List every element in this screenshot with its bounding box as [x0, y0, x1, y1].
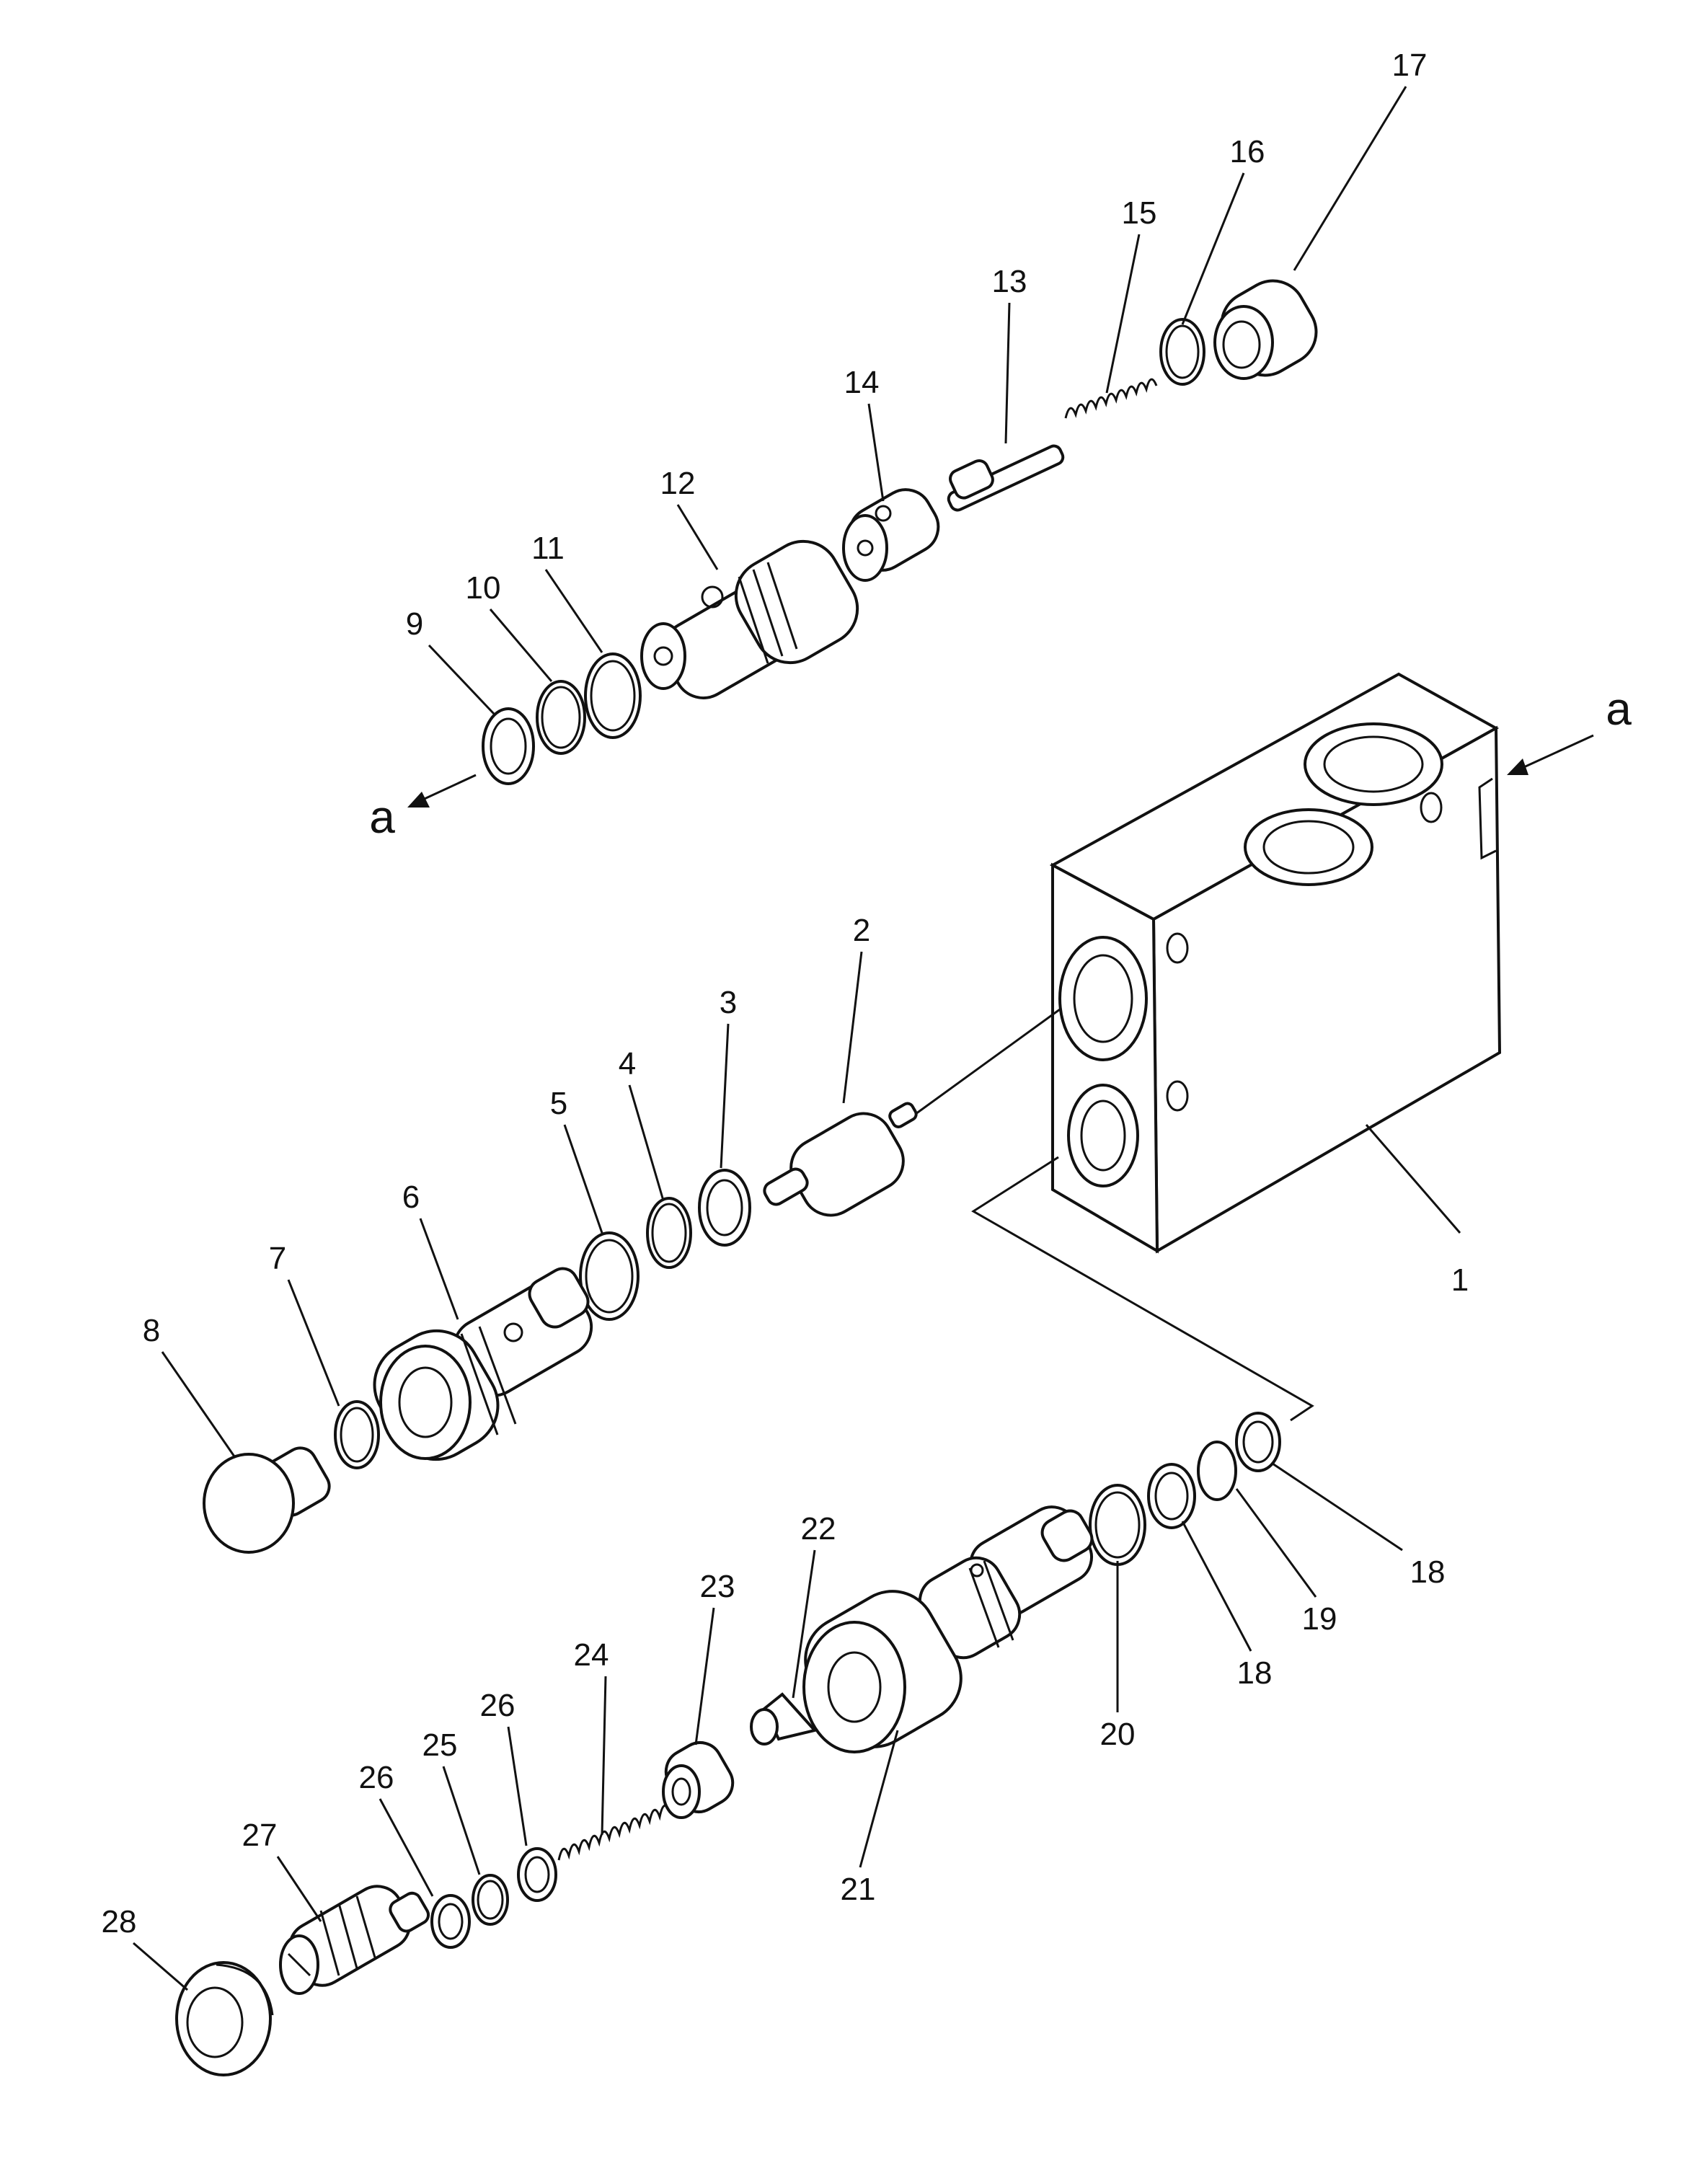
part-19-oring — [1197, 1441, 1237, 1501]
part-20-oring — [1089, 1484, 1146, 1566]
label-part-28: 28 — [102, 1904, 137, 1939]
part-21-valve-sleeve — [802, 1505, 1094, 1753]
label-part-9: 9 — [406, 606, 423, 642]
part-28-nut — [175, 1961, 274, 2076]
part-8-plug — [203, 1446, 331, 1554]
part-14-sleeve — [842, 488, 940, 582]
reference-label-left: a — [369, 791, 395, 843]
part-26-washer — [517, 1847, 557, 1902]
reference-label-right: a — [1606, 683, 1632, 735]
reference-arrow-left: a — [369, 774, 477, 843]
label-part-26-upper: 26 — [480, 1688, 516, 1723]
label-part-5: 5 — [550, 1086, 567, 1121]
part-15-spring — [1064, 378, 1158, 419]
label-part-8: 8 — [143, 1313, 160, 1348]
part-6-valve — [373, 1267, 593, 1461]
part-22-poppet — [750, 1692, 818, 1746]
label-part-26-lower: 26 — [359, 1760, 394, 1795]
label-part-14: 14 — [844, 365, 880, 400]
valve-body — [1049, 672, 1502, 1254]
label-part-18-right: 18 — [1410, 1554, 1446, 1590]
label-part-3: 3 — [720, 985, 737, 1020]
label-part-17: 17 — [1392, 48, 1428, 83]
label-part-1: 1 — [1451, 1262, 1469, 1298]
top-assembly — [482, 279, 1318, 785]
label-part-16: 16 — [1230, 134, 1265, 169]
part-26-washer-2 — [430, 1894, 471, 1949]
part-23-sleeve — [662, 1741, 735, 1819]
part-24-spring — [557, 1805, 671, 1861]
label-part-19: 19 — [1302, 1601, 1337, 1637]
label-part-12: 12 — [660, 466, 696, 501]
label-part-24: 24 — [574, 1637, 609, 1673]
label-part-10: 10 — [466, 570, 501, 606]
reference-arrow-right: a — [1507, 683, 1632, 775]
label-part-18-left: 18 — [1237, 1655, 1273, 1691]
label-part-6: 6 — [402, 1180, 420, 1215]
part-16-oring — [1159, 318, 1205, 386]
part-4-oring — [646, 1197, 692, 1269]
leader-lines — [133, 86, 1461, 1991]
label-part-11: 11 — [531, 531, 565, 566]
label-part-22: 22 — [801, 1511, 836, 1547]
part-13-pin — [947, 444, 1065, 512]
label-part-25: 25 — [422, 1727, 458, 1763]
label-part-27: 27 — [242, 1818, 278, 1853]
label-part-4: 4 — [619, 1046, 636, 1081]
part-2-piston — [763, 1102, 918, 1217]
label-part-2: 2 — [853, 913, 870, 948]
part-27-adjusting-screw — [279, 1885, 430, 1995]
label-part-7: 7 — [269, 1241, 286, 1276]
label-part-20: 20 — [1100, 1717, 1136, 1752]
part-labels: 1 2 3 4 5 6 7 8 9 10 11 12 13 14 15 16 1… — [102, 48, 1469, 1939]
part-12-valve-seat — [640, 539, 859, 699]
label-part-23: 23 — [700, 1569, 735, 1604]
label-part-15: 15 — [1122, 195, 1157, 231]
label-part-13: 13 — [992, 264, 1027, 299]
part-11-oring — [584, 652, 642, 739]
part-5-oring — [579, 1231, 640, 1321]
label-part-21: 21 — [841, 1872, 876, 1907]
part-10-oring — [536, 680, 586, 755]
middle-assembly — [203, 1008, 1061, 1554]
part-17-plug — [1213, 279, 1318, 380]
part-7-oring — [334, 1400, 380, 1469]
lower-assembly — [175, 1412, 1281, 2076]
